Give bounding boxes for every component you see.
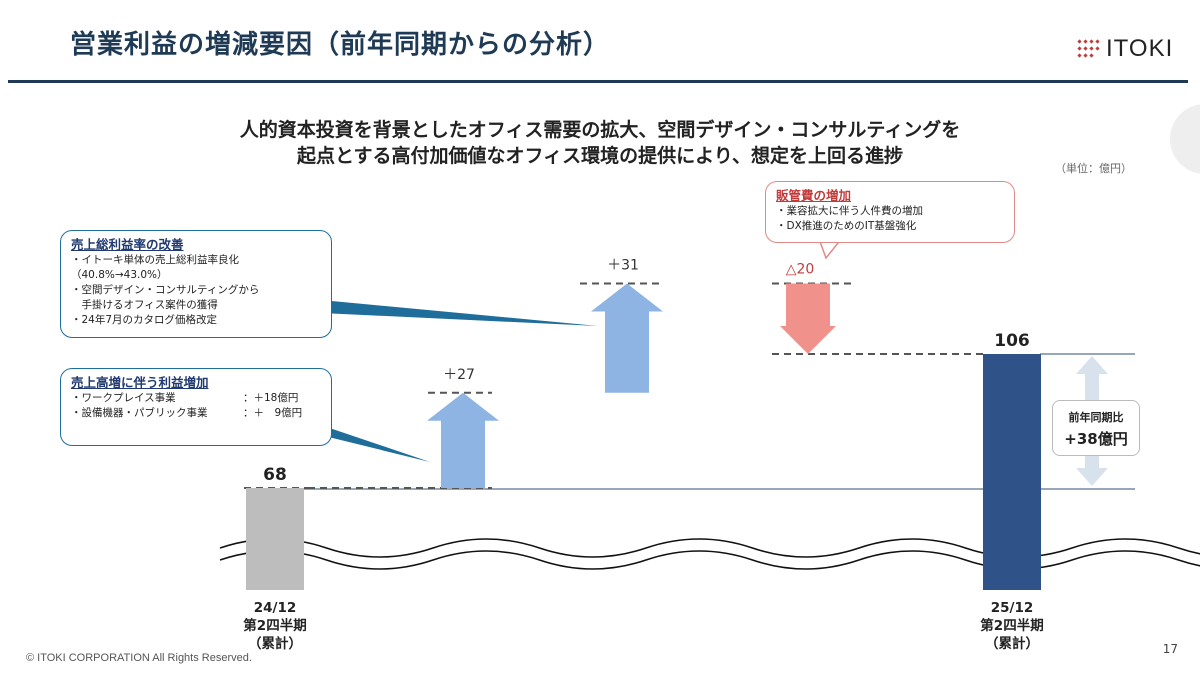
page-number: 17 (1162, 642, 1178, 656)
callout-row-label: ・設備機器・パブリック事業 (71, 407, 208, 419)
bar-end (983, 354, 1041, 590)
logo-mark-icon (1077, 39, 1100, 58)
copyright: © ITOKI CORPORATION All Rights Reserved. (26, 652, 252, 664)
callout-line: ・DX推進のためのIT基盤強化 (776, 220, 917, 232)
bar-start (246, 488, 304, 590)
callout-connectors (300, 227, 852, 462)
axis-break-wave-upper (219, 538, 1200, 558)
callout-gross-margin-title: 売上総利益率の改善 (71, 237, 184, 252)
delta-label-margin: ＋31 (607, 257, 639, 273)
arrow-up-sales (427, 392, 499, 488)
x-label-end-1: 第2四半期 (980, 617, 1043, 634)
chart-marks (244, 282, 1135, 590)
company-logo: ITOKI (1076, 34, 1173, 64)
callout-sga-title: 販管費の増加 (776, 188, 852, 203)
subtitle-line-1: 人的資本投資を背景としたオフィス需要の拡大、空間デザイン・コンサルティングを (239, 119, 961, 141)
title-divider (8, 80, 1188, 83)
chart-labels: 6824/12第2四半期（累計）＋27＋31△2010625/12第2四半期（累… (243, 257, 1043, 652)
x-label-start-0: 24/12 (254, 600, 297, 616)
x-label-start-1: 第2四半期 (243, 617, 306, 634)
callout-line: ・業容拡大に伴う人件費の増加 (776, 205, 923, 217)
subtitle-line-2: 起点とする高付加価値なオフィス環境の提供により、想定を上回る進捗 (297, 145, 903, 167)
unit-label: （単位：億円） (1055, 162, 1132, 175)
callout-row-value: ：＋ 9億円 (243, 407, 303, 419)
callout-gross-margin: 売上総利益率の改善 ・イトーキ単体の売上総利益率良化 （40.8%→43.0%）… (60, 230, 332, 338)
callout-line: ・空間デザイン・コンサルティングから (71, 284, 260, 296)
pointer-sales-growth (300, 418, 430, 462)
axis-break-lines (219, 538, 1200, 570)
arrow-down-sga (780, 283, 836, 354)
arrow-up-margin (591, 283, 663, 393)
callout-line: 手掛けるオフィス案件の獲得 (71, 299, 218, 311)
delta-label-sales: ＋27 (443, 367, 475, 383)
yoy-change-box: 前年同期比 +38億円 (1052, 400, 1140, 456)
callout-sales-growth: 売上高増に伴う利益増加 ・ワークプレイス事業 ：＋18億円 ・設備機器・パブリッ… (60, 368, 332, 446)
value-label-start: 68 (263, 465, 287, 485)
callout-sales-growth-title: 売上高増に伴う利益増加 (71, 375, 209, 390)
value-label-end: 106 (994, 331, 1030, 351)
callout-line: （40.8%→43.0%） (71, 269, 168, 281)
yoy-value: +38億円 (1064, 430, 1128, 448)
x-label-end-2: （累計） (985, 635, 1039, 652)
yoy-label: 前年同期比 (1068, 411, 1124, 424)
logo-text: ITOKI (1106, 35, 1174, 62)
x-label-start-2: （累計） (248, 635, 302, 652)
callout-line: ・24年7月のカタログ価格改定 (71, 314, 218, 326)
callout-sga: 販管費の増加 ・業容拡大に伴う人件費の増加 ・DX推進のためのIT基盤強化 (765, 181, 1015, 243)
delta-label-sga: △20 (786, 261, 815, 277)
callout-line: ・イトーキ単体の売上総利益率良化 (71, 254, 239, 266)
axis-break-wave-lower (219, 550, 1200, 570)
page-title: 営業利益の増減要因（前年同期からの分析） (70, 30, 611, 60)
callout-row-label: ・ワークプレイス事業 (71, 392, 176, 404)
x-label-end-0: 25/12 (991, 600, 1034, 616)
callout-row: ・ワークプレイス事業 ：＋18億円 (71, 391, 321, 406)
callout-row: ・設備機器・パブリック事業 ：＋ 9億円 (71, 406, 321, 421)
pointer-gross-margin (300, 298, 598, 326)
callout-row-value: ：＋18億円 (243, 392, 299, 404)
